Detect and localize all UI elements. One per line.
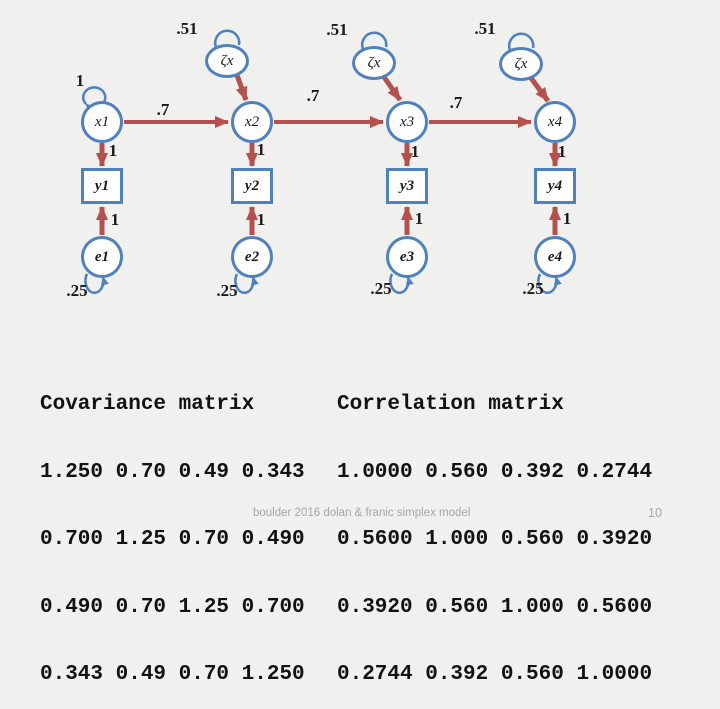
slide: { "slide": { "background": "#f0f0ef", "a… xyxy=(40,19,662,686)
x4-node: x4 xyxy=(534,101,576,143)
e-variance-label: .25 xyxy=(522,279,544,298)
x2-node-label: x2 xyxy=(244,113,260,130)
y3-node: y3 xyxy=(386,168,428,204)
correlation-matrix: Correlation matrix 1.0000 0.560 0.392 0.… xyxy=(337,349,652,709)
e-variance-label: .25 xyxy=(66,281,88,300)
y3-node-label: y3 xyxy=(399,177,415,194)
e3-node: e3 xyxy=(386,236,428,278)
y2-node: y2 xyxy=(231,168,273,204)
x3-node: x3 xyxy=(386,101,428,143)
zeta-node-label: ζx xyxy=(514,55,528,72)
zeta-variance-label: .51 xyxy=(176,19,198,38)
variance-loops xyxy=(82,29,562,294)
page-number: 10 xyxy=(648,506,662,520)
e1-node-label: e1 xyxy=(94,248,110,265)
x1-node-label: x1 xyxy=(94,113,110,130)
matrix-row: 0.490 0.70 1.25 0.700 xyxy=(40,595,305,619)
y1-node: y1 xyxy=(81,168,123,204)
correlation-matrix-title: Correlation matrix xyxy=(337,393,564,416)
e-variance-label: .25 xyxy=(370,279,392,298)
zeta-node-label: ζx xyxy=(367,54,381,71)
matrix-row: 0.3920 0.560 1.000 0.5600 xyxy=(337,595,653,619)
ey-loading-label: 1 xyxy=(562,209,572,228)
e1-node: e1 xyxy=(81,236,123,278)
e4-node: e4 xyxy=(534,236,576,278)
y4-node-label: y4 xyxy=(547,177,563,194)
e4-node-label: e4 xyxy=(547,248,563,265)
xy-loading-label: 1 xyxy=(557,142,567,161)
ey-arrows xyxy=(96,206,561,235)
regression-label: .7 xyxy=(156,100,170,119)
regression-label: .7 xyxy=(306,86,320,105)
y2-node-label: y2 xyxy=(244,177,260,194)
x2-node: x2 xyxy=(231,101,273,143)
ey-loading-label: 1 xyxy=(414,209,424,228)
x1-node: x1 xyxy=(81,101,123,143)
zeta-node-label: ζx xyxy=(220,52,234,69)
footer-title: boulder 2016 dolan & franic simplex mode… xyxy=(253,507,471,519)
matrix-row: 0.2744 0.392 0.560 1.0000 xyxy=(337,663,653,686)
zeta-node-4: ζx xyxy=(499,47,543,81)
xy-loading-label: 1 xyxy=(108,141,118,160)
covariance-matrix: Covariance matrix 1.250 0.70 0.49 0.343 … xyxy=(40,349,305,709)
ey-loading-label: 1 xyxy=(110,210,120,229)
e2-node-label: e2 xyxy=(244,248,260,265)
connector-layer xyxy=(82,29,562,294)
matrix-row: 0.700 1.25 0.70 0.490 xyxy=(40,528,305,551)
zeta-node-2: ζx xyxy=(205,44,249,78)
zeta-arrows xyxy=(234,74,551,103)
matrix-row: 0.5600 1.000 0.560 0.3920 xyxy=(337,528,653,551)
x3-node-label: x3 xyxy=(399,113,415,130)
matrix-row: 1.250 0.70 0.49 0.343 xyxy=(40,460,305,484)
y1-node-label: y1 xyxy=(94,177,110,194)
e2-node: e2 xyxy=(231,236,273,278)
regression-label: .7 xyxy=(449,93,463,112)
matrix-row: 1.0000 0.560 0.392 0.2744 xyxy=(337,460,653,484)
xy-loading-label: 1 xyxy=(256,140,266,159)
zeta-variance-label: .51 xyxy=(326,20,348,39)
covariance-matrix-title: Covariance matrix xyxy=(40,393,255,416)
ey-loading-label: 1 xyxy=(256,210,266,229)
xy-arrows xyxy=(96,143,561,167)
y4-node: y4 xyxy=(534,168,576,204)
zeta-node-3: ζx xyxy=(352,46,396,80)
x1-variance-label: 1 xyxy=(75,71,85,90)
e-variance-label: .25 xyxy=(216,281,238,300)
zeta-variance-label: .51 xyxy=(474,19,496,38)
xy-loading-label: 1 xyxy=(410,142,420,161)
e3-node-label: e3 xyxy=(399,248,415,265)
x4-node-label: x4 xyxy=(547,113,563,130)
matrix-row: 0.343 0.49 0.70 1.250 xyxy=(40,663,305,686)
